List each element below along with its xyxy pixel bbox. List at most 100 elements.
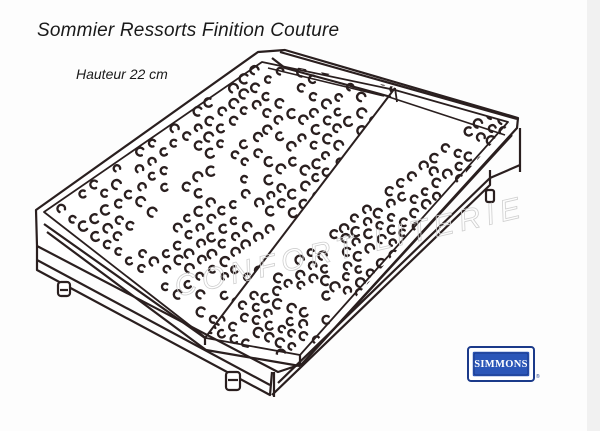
spring-coil-icon [437, 86, 445, 93]
spring-coil-icon [524, 171, 533, 180]
spring-coil-icon [169, 123, 180, 134]
spring-coil-icon [418, 160, 430, 171]
spring-coil-icon [286, 140, 297, 152]
spring-coil-icon [299, 164, 311, 176]
spring-coil-icon [368, 316, 379, 328]
spring-coil-icon [160, 182, 169, 193]
spring-coil-icon [230, 265, 239, 275]
spring-coil-icon [328, 367, 335, 374]
spring-coil-icon [369, 36, 375, 42]
spring-coil-icon [349, 213, 359, 223]
spring-coil-icon [322, 115, 332, 126]
spring-coil-icon [263, 331, 275, 343]
spring-coil-icon [355, 91, 367, 103]
spring-coil-icon [413, 294, 424, 306]
simmons-logo: SIMMONS [467, 346, 535, 382]
spring-coil-icon [361, 204, 372, 215]
spring-coil-icon [332, 27, 339, 35]
spring-coil-icon [559, 136, 567, 144]
spring-coil-icon [356, 107, 368, 119]
spring-coil-icon [306, 248, 315, 257]
spring-coil-icon [56, 203, 67, 214]
spring-coil-icon [239, 312, 249, 323]
spring-coil-icon [274, 98, 285, 109]
spring-coil-icon [262, 108, 272, 118]
spring-coil-icon [535, 140, 540, 146]
spring-coil-icon [548, 157, 555, 164]
spring-coil-icon [357, 60, 366, 69]
spring-coil-icon [322, 133, 333, 145]
spring-coil-icon [203, 97, 213, 108]
spring-coil-icon [287, 341, 297, 351]
spring-coil-icon [113, 198, 123, 209]
spring-coil-icon [238, 139, 248, 150]
spring-coil-icon [271, 298, 283, 310]
spring-coil-icon [309, 140, 318, 150]
spring-coil-icon [397, 191, 407, 202]
spring-coil-icon [273, 115, 284, 125]
spring-coil-icon [386, 224, 396, 235]
spring-coil-icon [230, 246, 241, 257]
spring-coil-icon [295, 269, 306, 280]
spring-coil-icon [429, 152, 439, 164]
spring-coil-icon [77, 220, 89, 232]
spring-coil-icon [320, 98, 332, 110]
spring-coil-icon [334, 93, 344, 102]
spring-coil-icon [398, 228, 406, 238]
spring-coil-icon [460, 261, 471, 272]
spring-coil-icon [342, 261, 353, 271]
spring-coil-icon [415, 67, 423, 75]
spring-coil-icon [453, 148, 463, 159]
spring-coil-icon [183, 279, 192, 290]
simmons-logo-badge [467, 346, 535, 382]
spring-coil-icon [125, 220, 135, 231]
spring-coil-icon [261, 91, 270, 102]
spring-coil-icon [356, 313, 367, 325]
spring-coil-icon [354, 265, 363, 274]
spring-coil-icon [332, 9, 339, 18]
spring-coil-icon [380, 43, 388, 51]
spring-coil-icon [463, 85, 469, 92]
spring-coil-icon [310, 123, 321, 136]
spring-coil-icon [173, 254, 184, 266]
spring-coil-icon [206, 232, 216, 243]
spring-coil-icon [362, 216, 373, 227]
spring-coil-icon [425, 286, 437, 298]
spring-coil-icon [364, 242, 376, 254]
spring-coil-icon [354, 277, 367, 289]
spring-coil-icon [205, 165, 216, 177]
spring-coil-icon [184, 262, 195, 274]
spring-coil-icon [376, 233, 387, 245]
spring-coil-icon [205, 197, 216, 208]
spring-coil-icon [368, 65, 378, 75]
spring-coil-icon [228, 200, 237, 210]
spring-coil-icon [596, 160, 600, 167]
spring-coil-icon [251, 315, 261, 325]
spring-coil-icon [114, 247, 123, 256]
height-label: Hauteur 22 cm [76, 66, 168, 82]
spring-coil-icon [472, 118, 484, 129]
spring-coil-icon [487, 123, 497, 134]
spring-coil-icon [571, 138, 579, 146]
spring-coil-icon [159, 147, 169, 157]
spring-coil-icon [344, 52, 351, 59]
spring-coil-icon [254, 197, 265, 208]
spring-coil-icon [395, 177, 405, 188]
spring-coil-icon [249, 64, 260, 76]
spring-coil-icon [511, 169, 519, 178]
spring-coil-icon [123, 189, 133, 200]
spring-coil-icon [242, 272, 251, 282]
spring-coil-icon [183, 213, 191, 223]
spring-coil-icon [272, 285, 282, 297]
spring-coil-icon [286, 108, 296, 120]
spring-coil-icon [354, 28, 361, 36]
spring-coil-icon [424, 262, 433, 271]
spring-coil-icon [406, 171, 418, 182]
spring-coil-icon [471, 94, 479, 103]
spring-coil-icon [321, 167, 331, 177]
spring-coil-icon [352, 250, 362, 262]
spring-coil-icon [320, 150, 331, 161]
spring-coil-icon [230, 231, 241, 242]
